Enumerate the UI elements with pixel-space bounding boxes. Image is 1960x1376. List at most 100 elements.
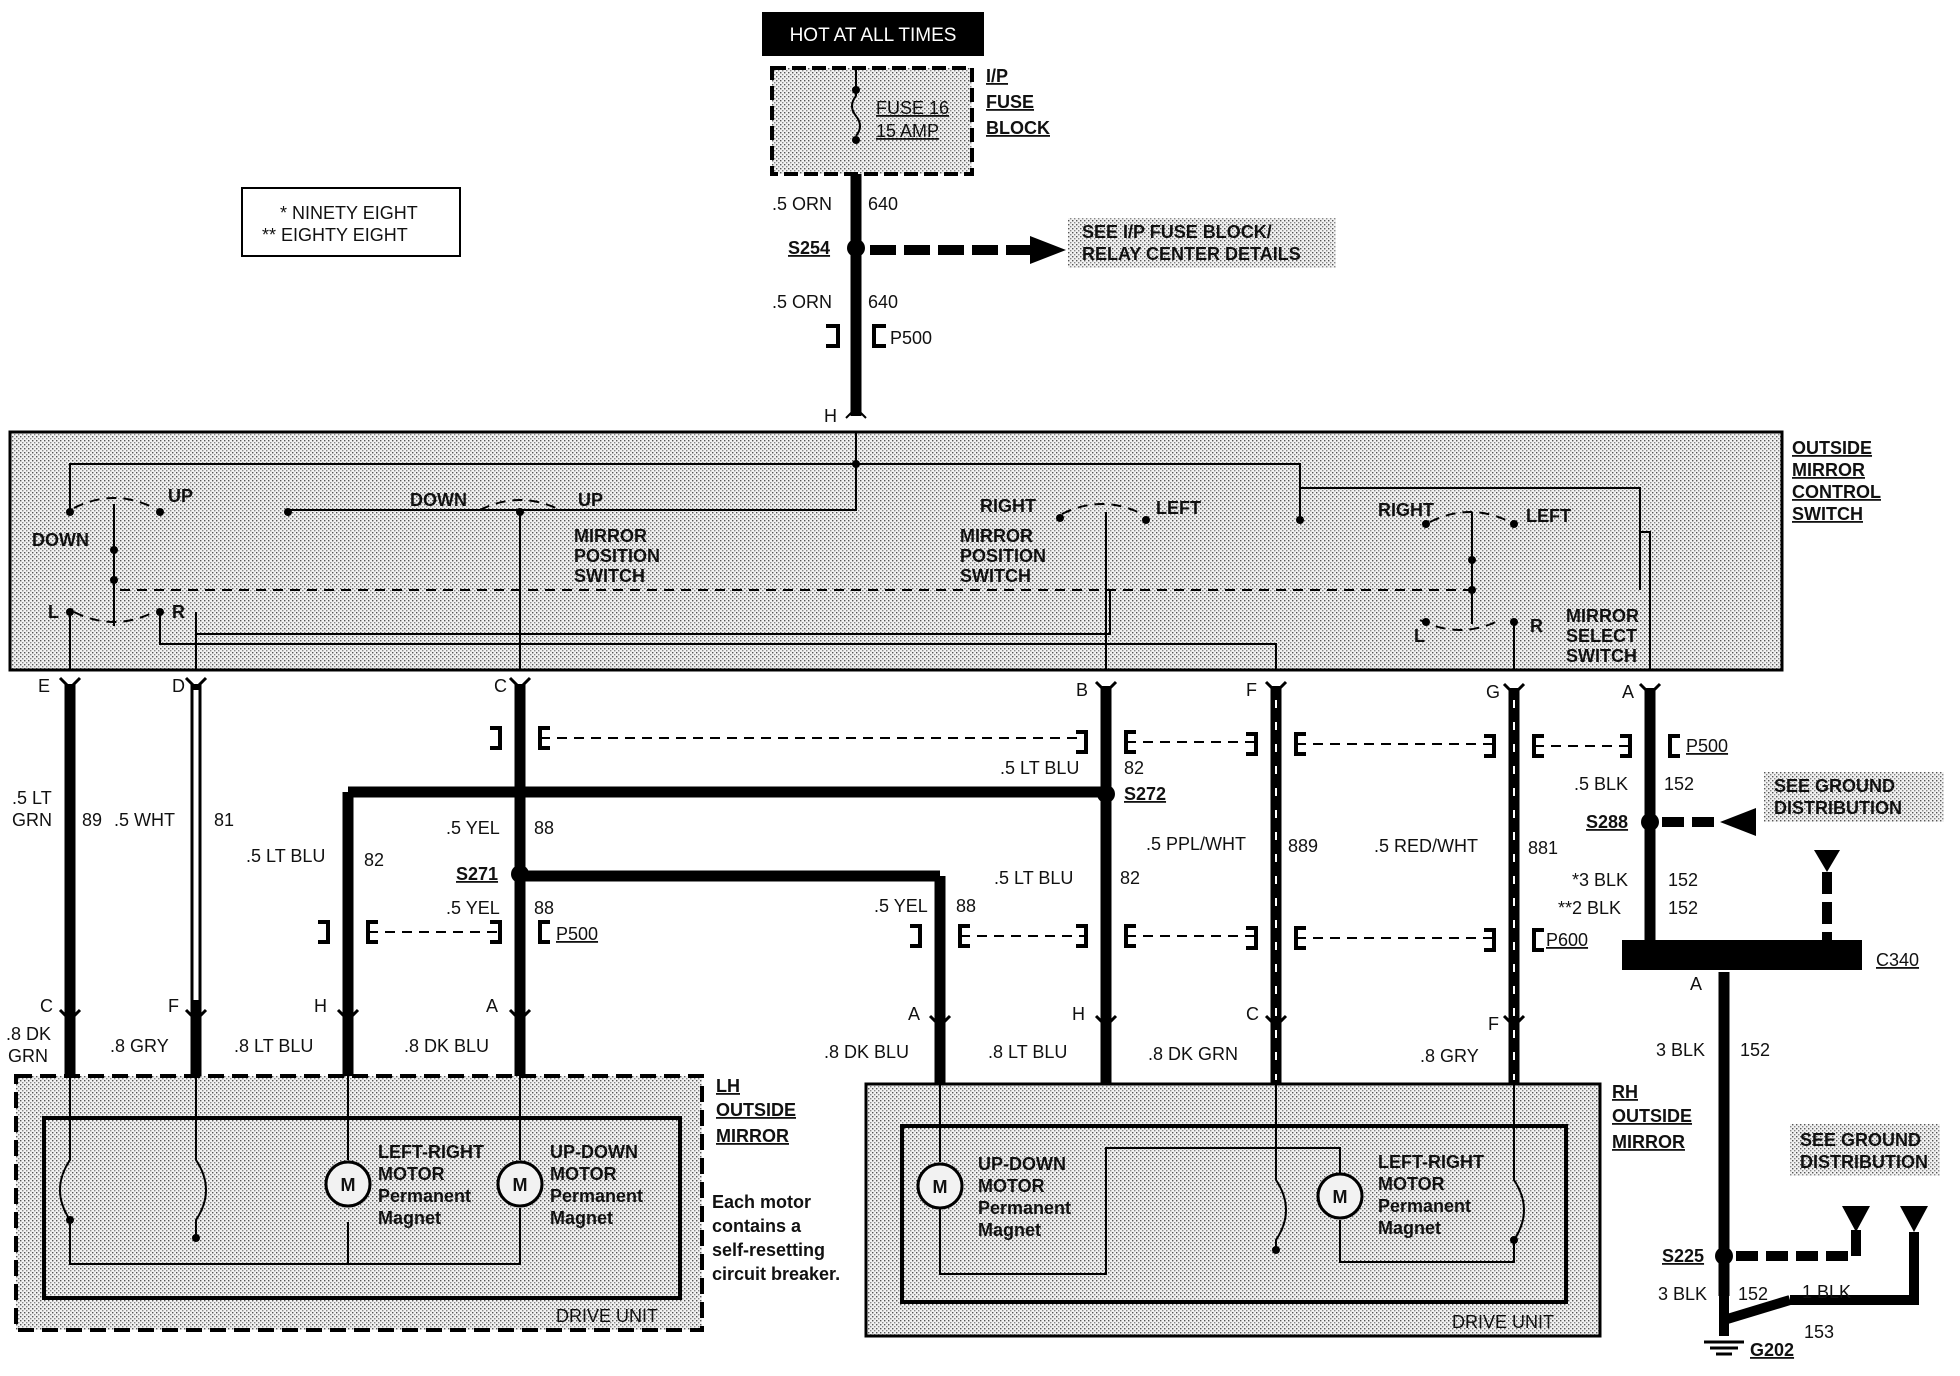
svg-text:M: M (1333, 1187, 1348, 1207)
svg-text:.5 LT BLU: .5 LT BLU (246, 846, 325, 866)
svg-text:SWITCH: SWITCH (574, 566, 645, 586)
svg-text:S271: S271 (456, 864, 498, 884)
svg-text:Permanent: Permanent (1378, 1196, 1471, 1216)
svg-text:152: 152 (1668, 870, 1698, 890)
svg-text:H: H (1072, 1004, 1085, 1024)
fuse-name: FUSE 16 (876, 98, 949, 118)
svg-text:E: E (38, 676, 50, 696)
svg-text:POSITION: POSITION (960, 546, 1046, 566)
svg-text:OUTSIDE: OUTSIDE (1612, 1106, 1692, 1126)
svg-text:S288: S288 (1586, 812, 1628, 832)
svg-text:H: H (314, 996, 327, 1016)
svg-text:.8 DK: .8 DK (6, 1024, 51, 1044)
svg-text:3 BLK: 3 BLK (1658, 1284, 1707, 1304)
svg-text:R: R (172, 602, 185, 622)
svg-text:P500: P500 (556, 924, 598, 944)
svg-text:LEFT-RIGHT: LEFT-RIGHT (378, 1142, 484, 1162)
svg-text:CONTROL: CONTROL (1792, 482, 1881, 502)
svg-text:.8 DK BLU: .8 DK BLU (404, 1036, 489, 1056)
svg-text:self-resetting: self-resetting (712, 1240, 825, 1260)
svg-text:M: M (513, 1175, 528, 1195)
svg-text:MIRROR: MIRROR (716, 1126, 789, 1146)
svg-text:SEE GROUND: SEE GROUND (1774, 776, 1895, 796)
svg-text:.8 GRY: .8 GRY (110, 1036, 169, 1056)
svg-text:RIGHT: RIGHT (1378, 500, 1434, 520)
svg-text:SWITCH: SWITCH (1566, 646, 1637, 666)
legend-line-1: * NINETY EIGHT (280, 203, 418, 223)
svg-text:153: 153 (1804, 1322, 1834, 1342)
svg-text:A: A (1690, 974, 1702, 994)
svg-text:S225: S225 (1662, 1246, 1704, 1266)
svg-text:.5 YEL: .5 YEL (874, 896, 928, 916)
svg-text:MOTOR: MOTOR (978, 1176, 1045, 1196)
svg-text:F: F (168, 996, 179, 1016)
svg-text:Permanent: Permanent (378, 1186, 471, 1206)
svg-text:OUTSIDE: OUTSIDE (716, 1100, 796, 1120)
svg-text:C: C (494, 676, 507, 696)
svg-text:MIRROR: MIRROR (1792, 460, 1865, 480)
svg-text:SWITCH: SWITCH (1792, 504, 1863, 524)
fuse-block-label-3: BLOCK (986, 118, 1050, 138)
svg-text:**2 BLK: **2 BLK (1558, 898, 1621, 918)
svg-text:MIRROR: MIRROR (1612, 1132, 1685, 1152)
fuse-block-label-1: I/P (986, 66, 1008, 86)
svg-text:A: A (486, 996, 498, 1016)
svg-text:88: 88 (534, 818, 554, 838)
svg-text:RIGHT: RIGHT (980, 496, 1036, 516)
legend-line-2: ** EIGHTY EIGHT (262, 225, 408, 245)
hot-at-all-times-label: HOT AT ALL TIMES (790, 25, 957, 46)
svg-text:.5 LT: .5 LT (12, 788, 52, 808)
svg-text:.5 PPL/WHT: .5 PPL/WHT (1146, 834, 1246, 854)
svg-text:82: 82 (364, 850, 384, 870)
svg-text:M: M (933, 1177, 948, 1197)
svg-text:P500: P500 (1686, 736, 1728, 756)
svg-text:.5 BLK: .5 BLK (1574, 774, 1628, 794)
svg-text:SELECT: SELECT (1566, 626, 1637, 646)
svg-text:MIRROR: MIRROR (574, 526, 647, 546)
legend-box (241, 187, 461, 257)
svg-text:C: C (40, 996, 53, 1016)
svg-text:Magnet: Magnet (378, 1208, 441, 1228)
svg-text:152: 152 (1668, 898, 1698, 918)
svg-text:S254: S254 (788, 238, 830, 258)
svg-text:D: D (172, 676, 185, 696)
svg-text:LEFT: LEFT (1156, 498, 1201, 518)
svg-text:S272: S272 (1124, 784, 1166, 804)
svg-text:.5 ORN: .5 ORN (772, 194, 832, 214)
connector-c340 (1622, 940, 1862, 970)
svg-text:Magnet: Magnet (978, 1220, 1041, 1240)
svg-text:DISTRIBUTION: DISTRIBUTION (1800, 1152, 1928, 1172)
svg-text:81: 81 (214, 810, 234, 830)
svg-text:88: 88 (534, 898, 554, 918)
svg-text:.5 WHT: .5 WHT (114, 810, 175, 830)
svg-text:M: M (341, 1175, 356, 1195)
svg-text:F: F (1246, 680, 1257, 700)
svg-text:640: 640 (868, 292, 898, 312)
see-fuse-block-ref-2: RELAY CENTER DETAILS (1082, 244, 1301, 264)
svg-text:89: 89 (82, 810, 102, 830)
hot-at-all-times-box (762, 12, 984, 56)
svg-text:152: 152 (1740, 1040, 1770, 1060)
svg-text:RH: RH (1612, 1082, 1638, 1102)
svg-text:F: F (1488, 1014, 1499, 1034)
svg-text:UP-DOWN: UP-DOWN (550, 1142, 638, 1162)
svg-text:881: 881 (1528, 838, 1558, 858)
svg-text:Magnet: Magnet (550, 1208, 613, 1228)
svg-text:LH: LH (716, 1076, 740, 1096)
svg-text:POSITION: POSITION (574, 546, 660, 566)
svg-text:contains a: contains a (712, 1216, 802, 1236)
svg-text:152: 152 (1664, 774, 1694, 794)
fuse-block-label-2: FUSE (986, 92, 1034, 112)
svg-text:1 BLK: 1 BLK (1802, 1282, 1851, 1302)
svg-text:C340: C340 (1876, 950, 1919, 970)
svg-text:.8 LT BLU: .8 LT BLU (234, 1036, 313, 1056)
svg-text:DRIVE UNIT: DRIVE UNIT (556, 1306, 658, 1326)
svg-text:.5 LT BLU: .5 LT BLU (994, 868, 1073, 888)
svg-text:LEFT-RIGHT: LEFT-RIGHT (1378, 1152, 1484, 1172)
svg-text:UP: UP (168, 486, 193, 506)
svg-text:SWITCH: SWITCH (960, 566, 1031, 586)
splice-s254 (847, 239, 865, 257)
svg-text:R: R (1530, 616, 1543, 636)
svg-text:DOWN: DOWN (32, 530, 89, 550)
svg-text:MOTOR: MOTOR (1378, 1174, 1445, 1194)
